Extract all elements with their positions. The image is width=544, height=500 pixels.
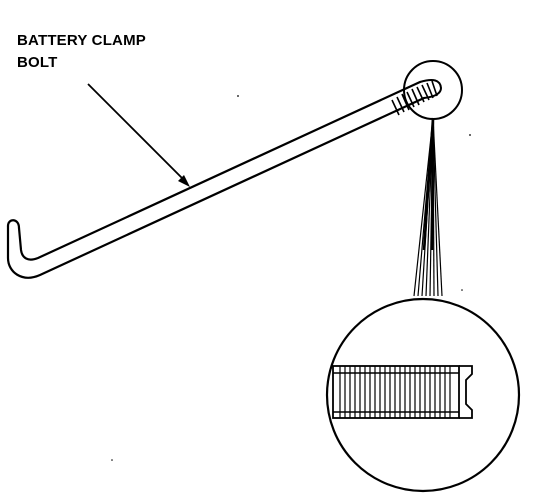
magnified-threads [332, 365, 473, 419]
scan-specks [111, 95, 471, 461]
bolt-shaft [6, 80, 426, 279]
callout-arrow [87, 83, 190, 187]
magnify-leader [413, 117, 443, 297]
callout-label: BATTERY CLAMP BOLT [17, 30, 146, 74]
magnified-view-circle [325, 297, 521, 493]
callout-label-line2: BOLT [17, 54, 58, 71]
bolt-threads [391, 79, 443, 116]
callout-label-line1: BATTERY CLAMP [17, 32, 146, 49]
